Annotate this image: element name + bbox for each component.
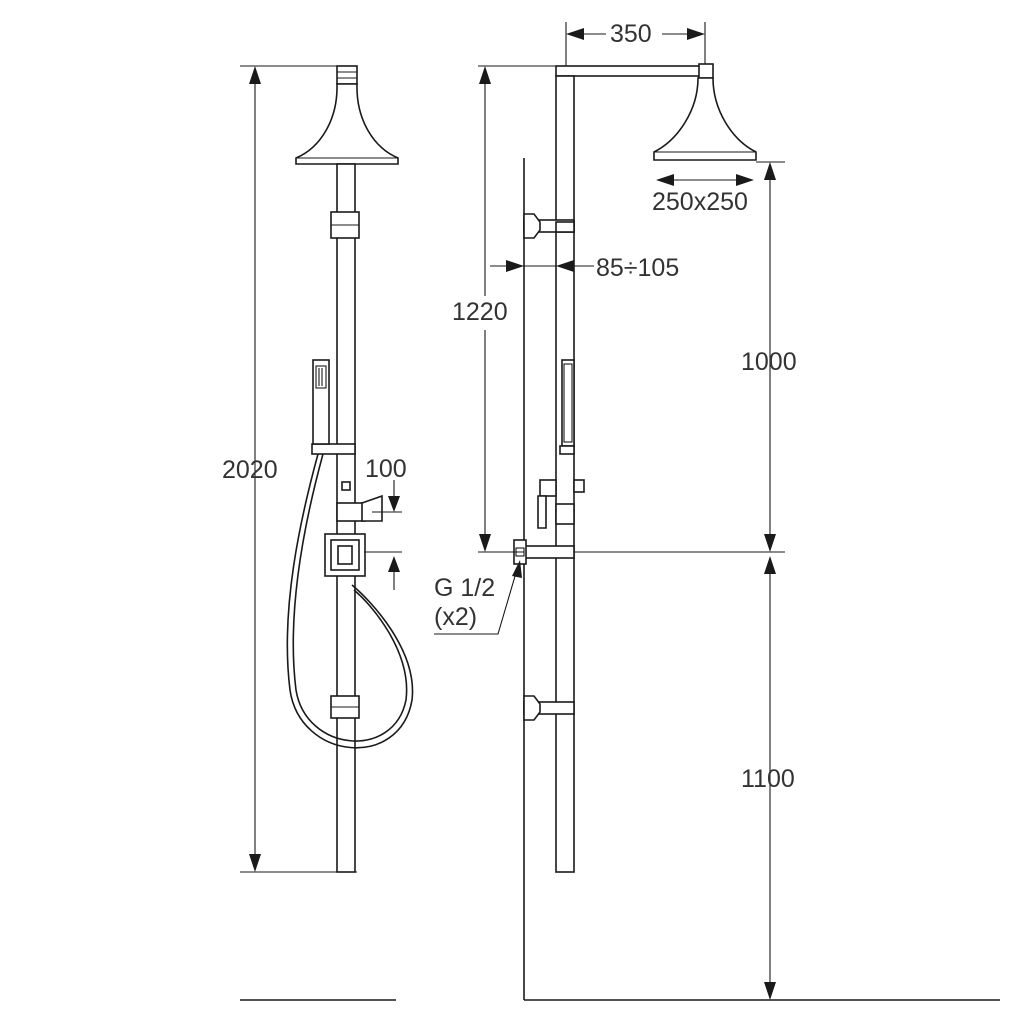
dim-label-head-to-inlet: 1000 xyxy=(741,348,797,376)
side-inlet-pipe xyxy=(523,545,575,559)
dim-arrow xyxy=(556,260,574,272)
front-diverter-button xyxy=(341,481,351,491)
side-shower-head xyxy=(653,77,757,161)
dim-label-head-size: 250x250 xyxy=(652,188,748,216)
dim-arrow xyxy=(479,534,491,552)
dim-label-thread-count: (x2) xyxy=(434,603,477,631)
side-view xyxy=(513,63,757,1000)
dim-arrow xyxy=(566,28,584,40)
front-shower-head xyxy=(295,83,399,165)
dim-arrow xyxy=(736,174,754,186)
front-mixer-body xyxy=(336,502,366,522)
dim-arrow xyxy=(764,982,776,1000)
dim-arrow xyxy=(687,28,705,40)
dim-arrow xyxy=(249,854,261,872)
side-column xyxy=(555,75,575,873)
dim-label-thread: G 1/2 xyxy=(434,574,495,602)
dim-arrow xyxy=(764,556,776,574)
side-mixer-band xyxy=(555,503,575,525)
dim-arrow xyxy=(764,162,776,180)
dim-arrow xyxy=(388,496,400,512)
dim-arrow xyxy=(764,534,776,552)
dim-label-column-height: 1220 xyxy=(452,298,508,326)
front-hand-shower xyxy=(312,359,330,445)
dim-arrow xyxy=(479,66,491,84)
front-hose-outer xyxy=(286,453,414,749)
front-dimensions xyxy=(240,65,402,873)
front-view xyxy=(286,65,414,873)
thread-leader-line xyxy=(434,565,519,635)
side-dimensions xyxy=(434,22,785,1000)
side-mixer-lever xyxy=(539,479,557,497)
dim-label-wall-distance: 85÷105 xyxy=(596,254,679,282)
front-head-connector xyxy=(336,65,358,85)
side-shower-arm xyxy=(555,65,713,77)
front-hose-inner xyxy=(292,453,408,742)
dim-arrow xyxy=(506,260,524,272)
dim-label-arm-length: 350 xyxy=(610,20,652,48)
dim-label-mixer-offset: 100 xyxy=(365,455,407,483)
dim-label-inlet-height: 1100 xyxy=(741,765,795,793)
dim-arrow xyxy=(656,174,674,186)
dim-arrow xyxy=(249,66,261,84)
dim-arrow xyxy=(388,556,400,572)
front-mixer-lever xyxy=(361,494,383,522)
dim-arrow xyxy=(512,560,522,578)
dim-label-total-height: 2020 xyxy=(222,456,278,484)
front-hand-shower-holder xyxy=(311,443,356,455)
